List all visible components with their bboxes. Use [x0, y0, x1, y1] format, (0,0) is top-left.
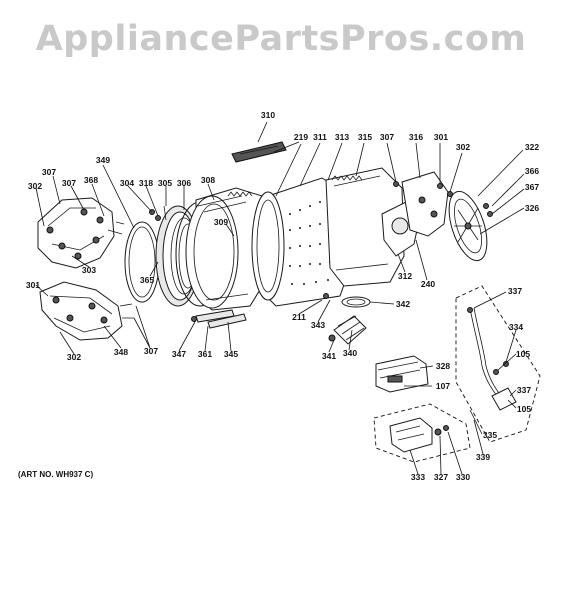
- callout-105: 105: [516, 349, 530, 359]
- dampers: [191, 309, 247, 329]
- callout-306: 306: [177, 178, 191, 188]
- callout-309: 309: [214, 217, 228, 227]
- callout-307: 307: [42, 167, 56, 177]
- callout-334: 334: [509, 322, 523, 332]
- callout-313: 313: [335, 132, 349, 142]
- callout-301: 301: [26, 280, 40, 290]
- callout-310: 310: [261, 110, 275, 120]
- art-number-label: (ART NO. WH937 C): [18, 470, 93, 479]
- callout-330: 330: [456, 472, 470, 482]
- callout-322: 322: [525, 142, 539, 152]
- callout-345: 345: [224, 349, 238, 359]
- callout-339: 339: [476, 452, 490, 462]
- front-tub-half: [185, 187, 271, 311]
- callout-337: 337: [517, 385, 531, 395]
- callout-315: 315: [358, 132, 372, 142]
- callout-318: 318: [139, 178, 153, 188]
- callout-240: 240: [421, 279, 435, 289]
- callout-337: 337: [508, 286, 522, 296]
- callout-365: 365: [140, 275, 154, 285]
- callout-342: 342: [396, 299, 410, 309]
- leader-lines: [35, 121, 525, 475]
- callout-347: 347: [172, 349, 186, 359]
- callout-316: 316: [409, 132, 423, 142]
- callout-307: 307: [62, 178, 76, 188]
- callout-327: 327: [434, 472, 448, 482]
- callout-107: 107: [436, 381, 450, 391]
- rear-bracket-and-fasteners: [393, 171, 453, 237]
- callout-368: 368: [84, 175, 98, 185]
- callout-303: 303: [82, 265, 96, 275]
- callout-105: 105: [517, 404, 531, 414]
- callout-340: 340: [343, 348, 357, 358]
- drain-bellows: [323, 293, 371, 345]
- callout-333: 333: [411, 472, 425, 482]
- callout-308: 308: [201, 175, 215, 185]
- callout-302: 302: [67, 352, 81, 362]
- lower-left-bracket: [39, 281, 134, 341]
- callout-341: 341: [322, 351, 336, 361]
- watermark-text: AppliancePartsPros.com: [36, 19, 527, 59]
- callout-361: 361: [198, 349, 212, 359]
- callout-304: 304: [120, 178, 134, 188]
- callout-343: 343: [311, 320, 325, 330]
- callout-328: 328: [436, 361, 450, 371]
- callout-305: 305: [158, 178, 172, 188]
- callout-211: 211: [292, 312, 306, 322]
- callout-312: 312: [398, 271, 412, 281]
- callout-366: 366: [525, 166, 539, 176]
- callout-326: 326: [525, 203, 539, 213]
- callout-307: 307: [380, 132, 394, 142]
- callout-307: 307: [144, 346, 158, 356]
- callout-367: 367: [525, 182, 539, 192]
- callout-311: 311: [313, 132, 327, 142]
- callout-302: 302: [456, 142, 470, 152]
- callout-348: 348: [114, 347, 128, 357]
- callout-301: 301: [434, 132, 448, 142]
- drain-pump: [373, 403, 471, 463]
- drive-pulley: [448, 190, 493, 262]
- control-module: [375, 355, 429, 393]
- upper-left-bracket: [37, 197, 125, 269]
- callout-349: 349: [96, 155, 110, 165]
- callout-335: 335: [483, 430, 497, 440]
- callout-302: 302: [28, 181, 42, 191]
- callout-labels: 310 219 311 313 315 307 316 301 302 322 …: [26, 110, 539, 482]
- callout-219: 219: [294, 132, 308, 142]
- hose-assembly: [455, 285, 541, 443]
